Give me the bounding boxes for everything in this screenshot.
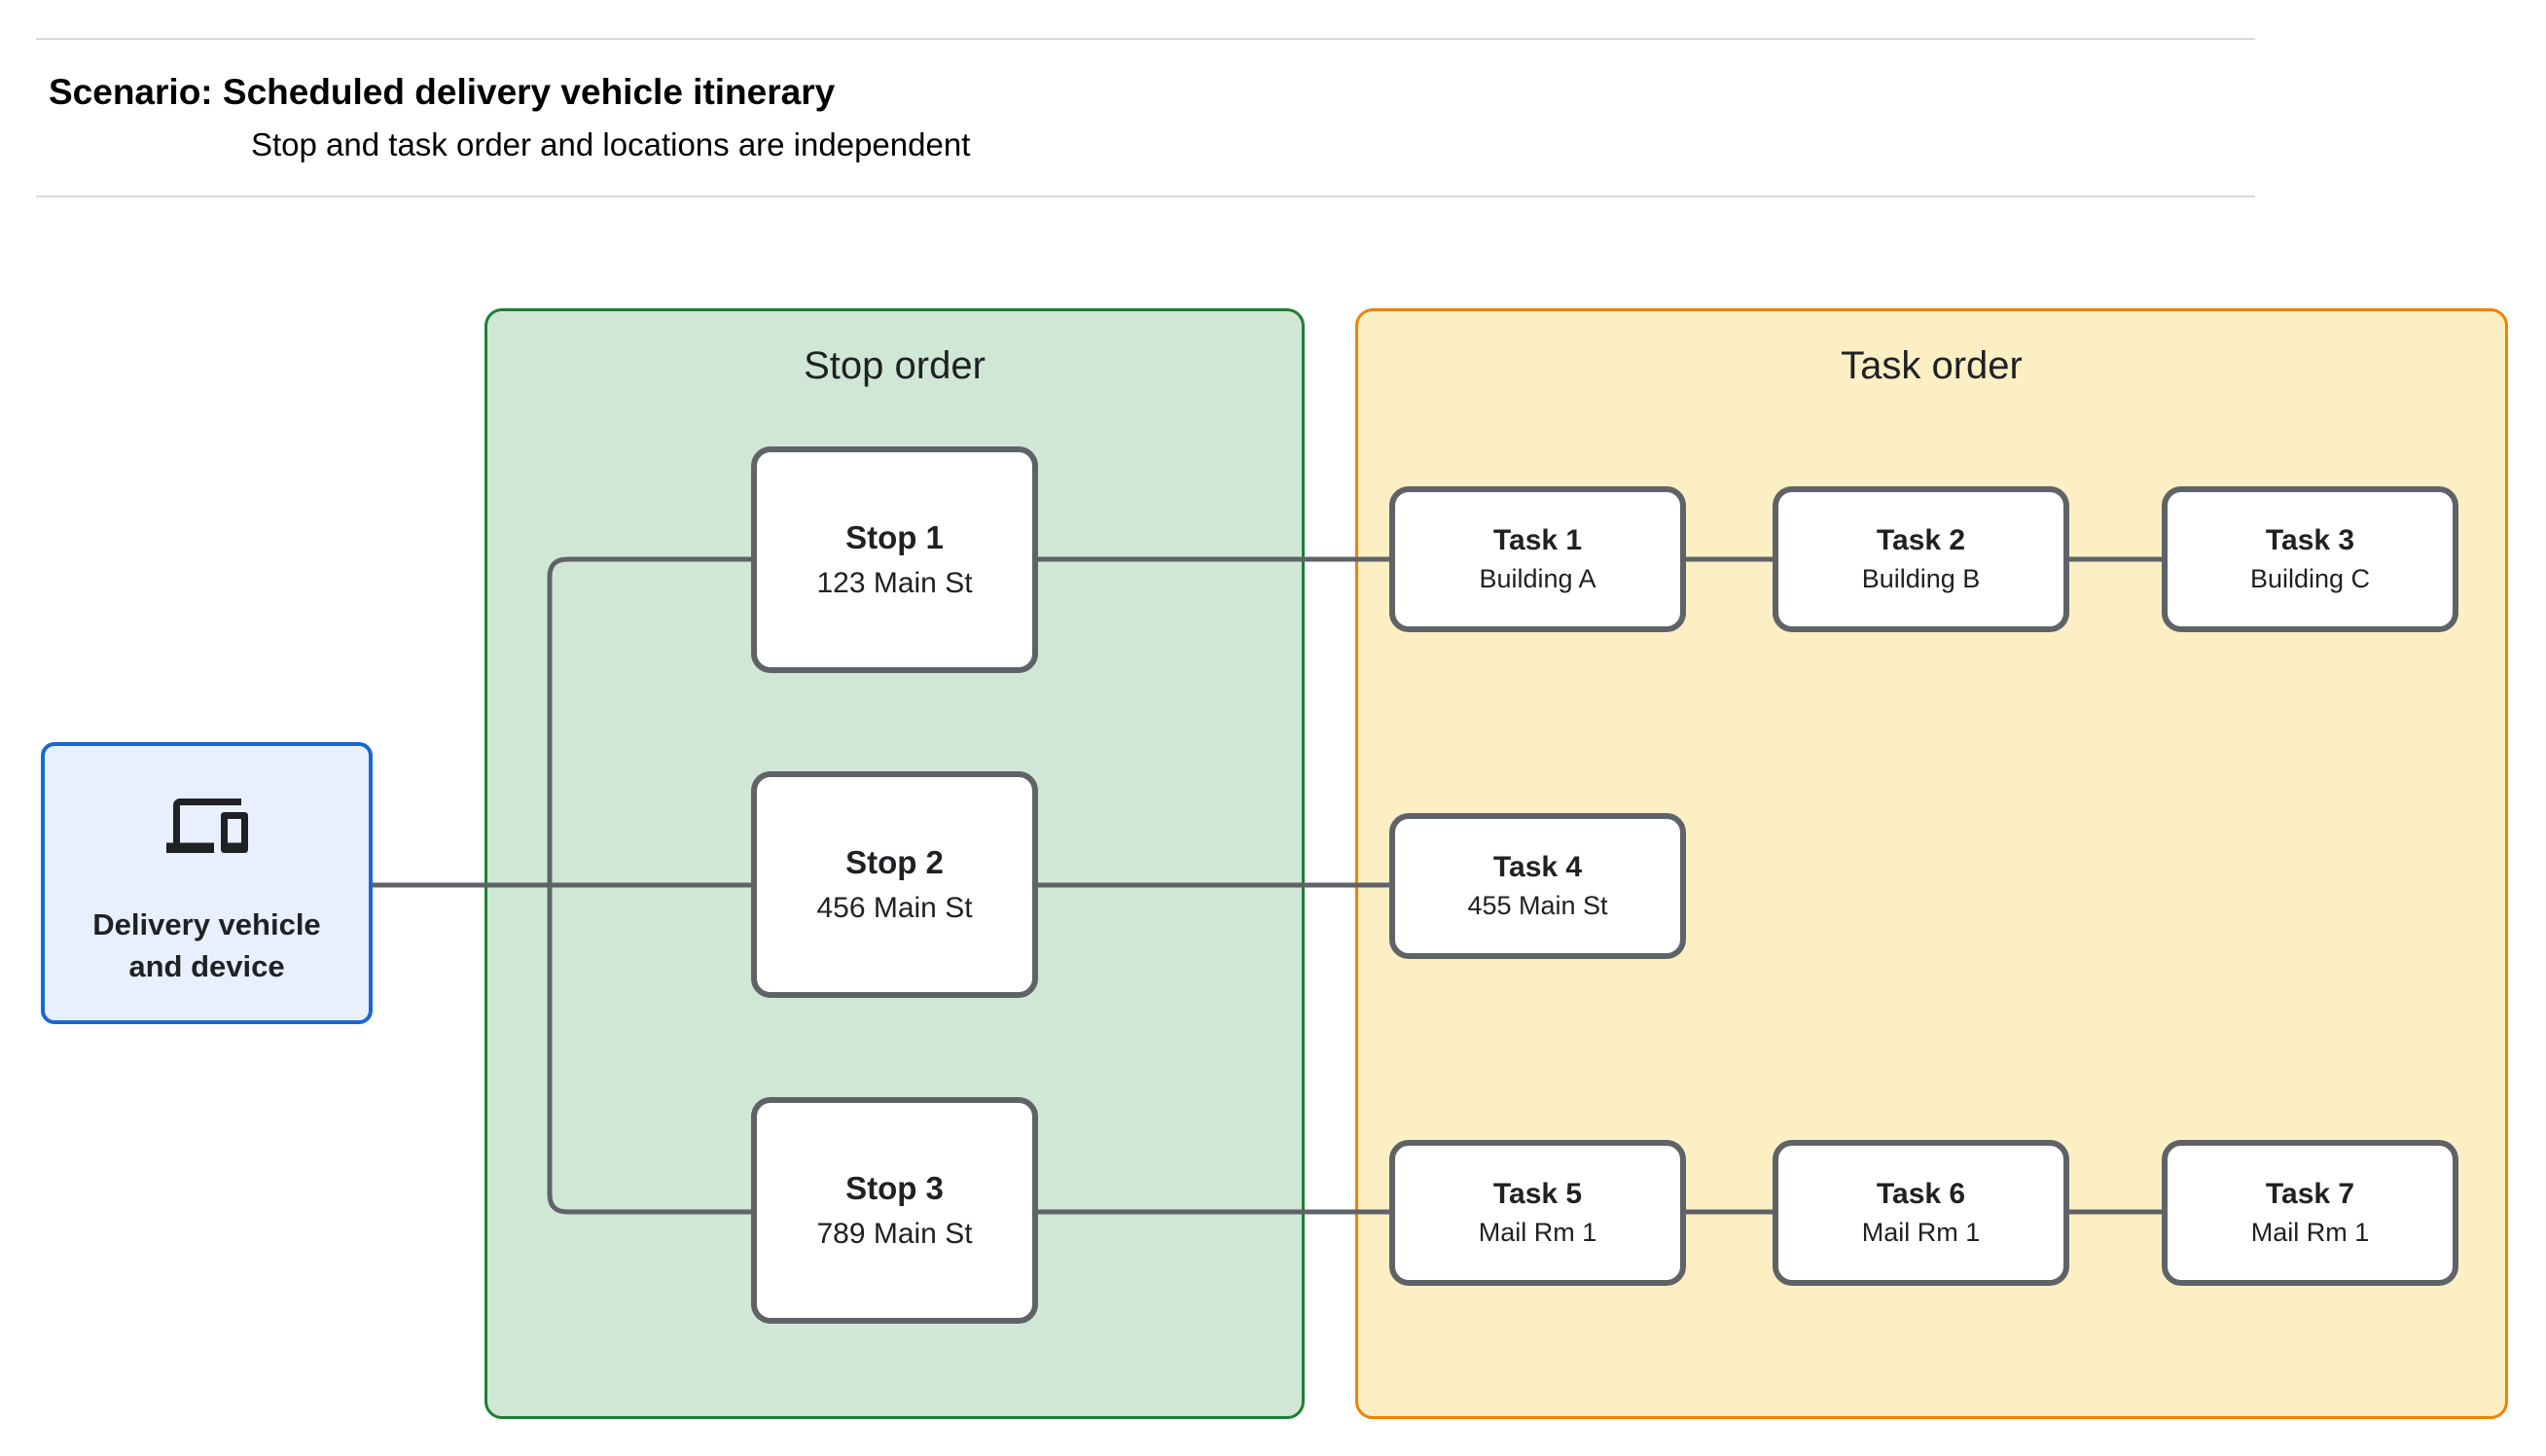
task-1-title: Task 1 <box>1492 524 1583 557</box>
stop-1-subtitle: 123 Main St <box>816 567 973 600</box>
stop-2-node: Stop 2 456 Main St <box>751 771 1038 998</box>
divider-bottom <box>36 195 2255 197</box>
stop-2-title: Stop 2 <box>845 844 944 881</box>
task-7-title: Task 7 <box>2265 1178 2355 1211</box>
task-3-subtitle: Building C <box>2249 563 2371 593</box>
page-subtitle: Stop and task order and locations are in… <box>251 126 971 162</box>
task-6-subtitle: Mail Rm 1 <box>1861 1217 1981 1247</box>
devices-icon <box>165 799 248 853</box>
task-4-node: Task 4 455 Main St <box>1389 813 1686 959</box>
task-3-title: Task 3 <box>2265 524 2355 557</box>
stop-2-subtitle: 456 Main St <box>816 892 973 925</box>
task-3-node: Task 3 Building C <box>2162 486 2458 632</box>
task-2-node: Task 2 Building B <box>1773 486 2069 632</box>
divider-top <box>36 38 2255 40</box>
task-6-node: Task 6 Mail Rm 1 <box>1773 1140 2069 1286</box>
task-1-node: Task 1 Building A <box>1389 486 1686 632</box>
stop-1-title: Stop 1 <box>845 519 944 556</box>
task-2-title: Task 2 <box>1876 524 1966 557</box>
task-5-title: Task 5 <box>1492 1178 1583 1211</box>
task-7-node: Task 7 Mail Rm 1 <box>2162 1140 2458 1286</box>
task-5-subtitle: Mail Rm 1 <box>1478 1217 1597 1247</box>
delivery-vehicle-node: Delivery vehicle and device <box>41 742 373 1024</box>
task-7-subtitle: Mail Rm 1 <box>2250 1217 2370 1247</box>
task-4-subtitle: 455 Main St <box>1467 890 1608 920</box>
task-6-title: Task 6 <box>1876 1178 1966 1211</box>
stop-1-node: Stop 1 123 Main St <box>751 446 1038 673</box>
stop-3-title: Stop 3 <box>845 1170 944 1207</box>
stop-3-node: Stop 3 789 Main St <box>751 1097 1038 1324</box>
delivery-vehicle-label: Delivery vehicle and device <box>92 907 321 984</box>
task-2-subtitle: Building B <box>1861 563 1981 593</box>
stop-order-label: Stop order <box>804 344 986 387</box>
stop-3-subtitle: 789 Main St <box>816 1218 973 1251</box>
task-order-label: Task order <box>1841 344 2023 387</box>
task-4-title: Task 4 <box>1492 851 1583 884</box>
task-5-node: Task 5 Mail Rm 1 <box>1389 1140 1686 1286</box>
page-title: Scenario: Scheduled delivery vehicle iti… <box>49 72 836 112</box>
task-1-subtitle: Building A <box>1479 563 1596 593</box>
